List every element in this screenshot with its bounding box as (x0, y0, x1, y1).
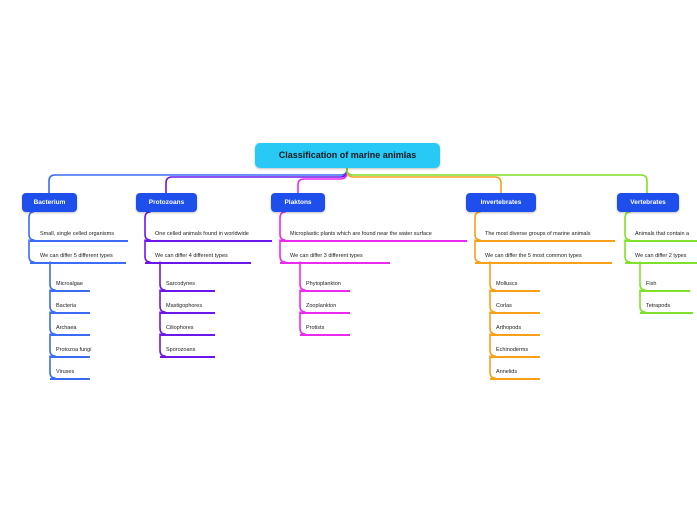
subtopic-label: Arthopods (496, 325, 522, 331)
subtopic-protozoa-fungi[interactable]: Protozoa fungi (50, 344, 92, 358)
subtopic-label: Viruses (56, 369, 75, 375)
subtopic-label: Corlas (496, 303, 512, 309)
fact-label: We can differ the 5 most common types (485, 253, 582, 259)
subtopic-label: Echinoderms (496, 347, 529, 353)
fact-label: We can differ 3 different types (290, 253, 363, 259)
topic-protozoans[interactable]: Protozoans (136, 193, 197, 212)
subtopic-archaea[interactable]: Archaea (50, 322, 90, 336)
topic-label: Invertebrates (480, 199, 522, 206)
connector-vertebrates (346, 167, 648, 313)
topic-label: Vertebrates (630, 199, 666, 206)
subtopic-echinoderms[interactable]: Echinoderms (490, 344, 540, 358)
fact-label: We can differ 5 different types (40, 253, 113, 259)
topic-plaktons[interactable]: Plaktons (271, 193, 325, 212)
fact-bacterium-2[interactable]: We can differ 5 different types (30, 250, 126, 264)
fact-protozoans-1[interactable]: One celled animals found in worldwide (145, 228, 272, 242)
topic-invertebrates[interactable]: Invertebrates (466, 193, 536, 212)
subtopic-mastigophores[interactable]: Mastigophores (160, 300, 215, 314)
subtopic-sporozoans[interactable]: Sporozoans (160, 344, 215, 358)
root-topic[interactable]: Classification of marine animlas (255, 143, 440, 168)
subtopic-label: Sarcodynes (166, 281, 196, 287)
fact-label: Small, single celled organisms (40, 231, 114, 237)
subtopic-label: Zooplankton (306, 303, 337, 309)
topic-bacterium[interactable]: Bacterium (22, 193, 77, 212)
subtopic-label: Sporozoans (166, 347, 196, 353)
subtopic-label: Microalgae (56, 281, 83, 287)
subtopic-arthopods[interactable]: Arthopods (490, 322, 540, 336)
fact-bacterium-1[interactable]: Small, single celled organisms (30, 228, 128, 242)
fact-label: We can differ 4 different types (155, 253, 228, 259)
topic-label: Bacterium (33, 199, 66, 206)
topic-vertebrates[interactable]: Vertebrates (617, 193, 679, 212)
topic-label: Protozoans (148, 199, 185, 206)
fact-protozoans-2[interactable]: We can differ 4 different types (145, 250, 251, 264)
connector-protozoans (144, 167, 348, 357)
subtopic-microalgae[interactable]: Microalgae (50, 278, 90, 292)
subtopic-annelids[interactable]: Annelids (490, 366, 540, 380)
connector-invertebrates (346, 167, 502, 379)
fact-label: We can differ 2 types (635, 253, 687, 259)
fact-label: Animals that contain a (635, 231, 690, 237)
subtopic-tetrapods[interactable]: Tetrapods (640, 300, 693, 314)
connector-plaktons (279, 167, 348, 335)
subtopic-viruses[interactable]: Viruses (50, 366, 90, 380)
root-topic-label: Classification of marine animlas (278, 150, 417, 160)
subtopic-ciliophores[interactable]: Ciliophores (160, 322, 215, 336)
subtopic-corlas[interactable]: Corlas (490, 300, 540, 314)
fact-plaktons-1[interactable]: Microplastic plants which are found near… (280, 228, 467, 242)
fact-label: The most diverse groups of marine animal… (485, 231, 591, 237)
subtopic-label: Annelids (496, 369, 518, 375)
subtopic-molluscs[interactable]: Molluscs (490, 278, 540, 292)
fact-invertebrates-1[interactable]: The most diverse groups of marine animal… (475, 228, 615, 242)
subtopic-label: Protists (306, 325, 325, 331)
subtopic-fish[interactable]: Fish (640, 278, 690, 292)
fact-vertebrates-1[interactable]: Animals that contain a (625, 228, 697, 242)
fact-label: Microplastic plants which are found near… (290, 231, 432, 237)
fact-invertebrates-2[interactable]: We can differ the 5 most common types (475, 250, 612, 264)
fact-vertebrates-2[interactable]: We can differ 2 types (625, 250, 697, 264)
subtopic-zooplankton[interactable]: Zooplankton (300, 300, 350, 314)
subtopic-label: Fish (646, 281, 657, 287)
topic-label: Plaktons (284, 199, 312, 206)
subtopic-protists[interactable]: Protists (300, 322, 350, 336)
subtopic-phytoplankton[interactable]: Phytoplankton (300, 278, 350, 292)
subtopic-bacteria[interactable]: Bacteria (50, 300, 90, 314)
subtopic-label: Bacteria (56, 303, 77, 309)
subtopic-label: Tetrapods (646, 303, 671, 309)
subtopic-label: Archaea (56, 325, 77, 331)
subtopic-label: Protozoa fungi (56, 347, 92, 353)
connector-bacterium (28, 167, 348, 379)
subtopic-label: Ciliophores (166, 325, 194, 331)
fact-label: One celled animals found in worldwide (155, 231, 249, 237)
subtopic-label: Molluscs (496, 281, 518, 287)
subtopic-label: Mastigophores (166, 303, 203, 309)
subtopic-sarcodynes[interactable]: Sarcodynes (160, 278, 215, 292)
fact-plaktons-2[interactable]: We can differ 3 different types (280, 250, 390, 264)
subtopic-label: Phytoplankton (306, 281, 341, 287)
